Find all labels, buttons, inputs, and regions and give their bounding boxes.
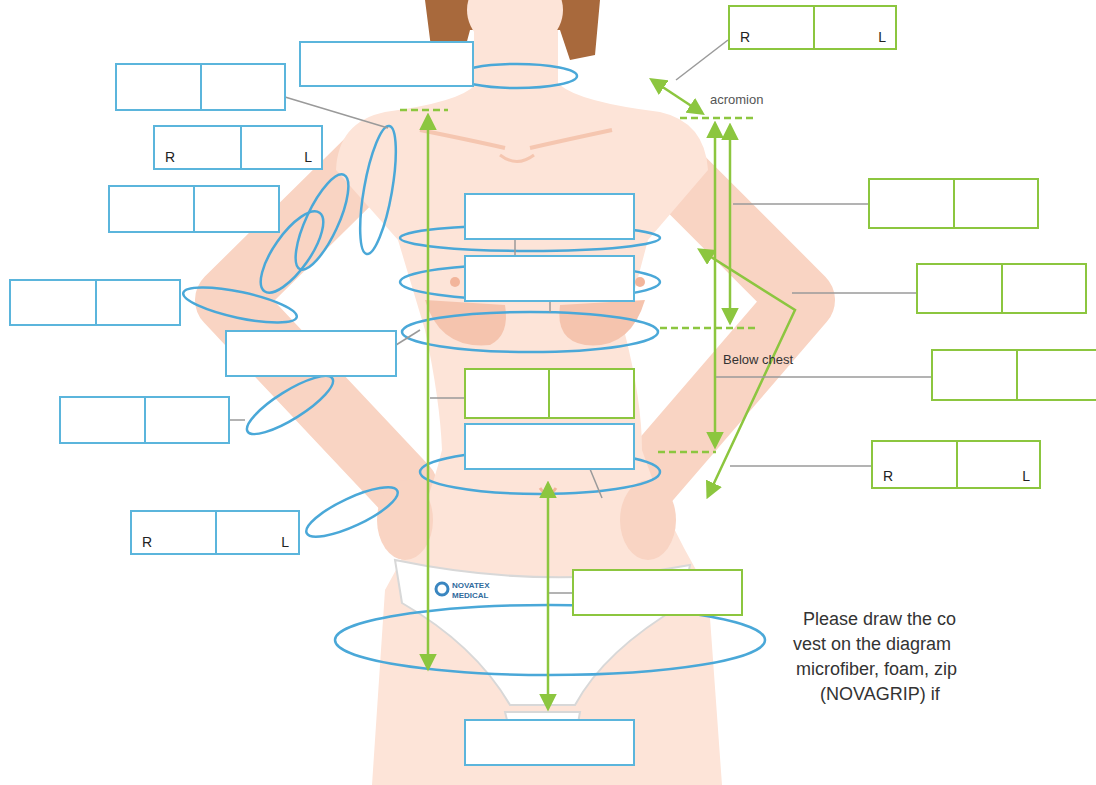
split-entry-box: RL — [130, 510, 300, 555]
entry-box — [465, 194, 634, 239]
box-divider — [144, 397, 146, 443]
dashed-mark — [658, 451, 716, 454]
left-hand — [620, 480, 676, 560]
wrist-girth — [301, 478, 403, 546]
entry-box — [465, 256, 634, 301]
side-letter: L — [1022, 468, 1030, 484]
box-divider — [240, 127, 242, 168]
leader-line — [549, 592, 573, 594]
arm-girth — [286, 168, 359, 276]
instruction-note: microfiber, foam, zip — [796, 660, 957, 680]
entry-box — [932, 350, 1096, 400]
leader-line — [549, 301, 551, 312]
clavicle — [420, 130, 505, 148]
leader-line — [514, 239, 516, 256]
length-arrow — [729, 126, 732, 322]
logo-text: NOVATEX — [452, 582, 489, 591]
side-letter: L — [304, 149, 312, 165]
leader-line — [733, 203, 869, 205]
entry-box — [300, 42, 473, 86]
underbust-girth — [402, 312, 658, 352]
entry-box — [116, 64, 285, 110]
leader-line — [730, 465, 871, 467]
entry-box — [10, 280, 180, 325]
entry-box — [465, 369, 634, 418]
breast-shade — [425, 300, 506, 345]
instruction-note: (NOVAGRIP) if — [820, 685, 940, 705]
box-divider — [953, 179, 955, 228]
box-divider — [956, 442, 958, 487]
instruction-note: Please draw the co — [803, 610, 956, 630]
side-letter: L — [878, 29, 886, 45]
box-divider — [215, 512, 217, 553]
entry-box — [465, 720, 634, 765]
length-arrow — [652, 80, 702, 113]
dashed-mark — [680, 117, 757, 120]
side-letter: R — [740, 29, 750, 45]
elbow-girth — [181, 280, 300, 330]
leader-line — [229, 419, 245, 421]
side-letter: L — [281, 534, 289, 550]
entry-box — [869, 179, 1038, 228]
dashed-mark — [660, 327, 757, 330]
empty-boxes — [10, 42, 634, 765]
leader-line — [676, 40, 728, 80]
clavicle — [530, 130, 612, 148]
box-divider — [548, 369, 550, 418]
side-letter: R — [883, 468, 893, 484]
split-entry-box: RL — [153, 125, 323, 170]
instruction-note: vest on the diagram — [793, 635, 951, 655]
entry-box — [573, 570, 742, 615]
split-entry-box: RL — [728, 5, 897, 50]
areola — [450, 277, 460, 287]
torso — [336, 85, 722, 785]
box-divider — [200, 64, 202, 110]
leader-line — [396, 330, 420, 345]
side-letter: R — [142, 534, 152, 550]
box-divider — [1001, 264, 1003, 313]
box-divider — [95, 280, 97, 325]
annotation-label: acromion — [710, 93, 763, 107]
neck-girth — [457, 64, 577, 88]
side-letter: R — [165, 149, 175, 165]
annotation-label: Below chest — [723, 353, 793, 367]
sternum-notch — [500, 155, 534, 162]
dashed-mark — [400, 109, 448, 112]
length-arrow — [427, 116, 430, 668]
entry-box — [465, 424, 634, 469]
length-arrow — [714, 124, 717, 446]
leader-line — [792, 292, 917, 294]
breast-shade — [559, 300, 645, 345]
areola — [635, 277, 645, 287]
leader-lines — [229, 40, 932, 593]
forearm-girth — [240, 367, 340, 444]
length-arrow — [547, 484, 550, 708]
leader-line — [285, 97, 388, 128]
box-divider — [813, 7, 815, 48]
box-divider — [193, 186, 195, 232]
logo-icon — [436, 583, 448, 595]
split-entry-box: RL — [871, 440, 1041, 489]
box-divider — [1016, 350, 1018, 400]
length-arrow — [700, 250, 795, 496]
entry-box — [60, 397, 229, 443]
empty-boxes — [465, 179, 1096, 615]
entry-box — [226, 331, 396, 376]
entry-box — [917, 264, 1086, 313]
leader-line — [716, 376, 932, 378]
entry-box — [109, 186, 279, 232]
leader-line — [430, 397, 465, 399]
leader-line — [590, 469, 602, 498]
arm-girth — [353, 124, 403, 257]
logo-text: MEDICAL — [452, 592, 488, 601]
right-hand — [377, 480, 433, 560]
length-lines — [400, 80, 795, 708]
